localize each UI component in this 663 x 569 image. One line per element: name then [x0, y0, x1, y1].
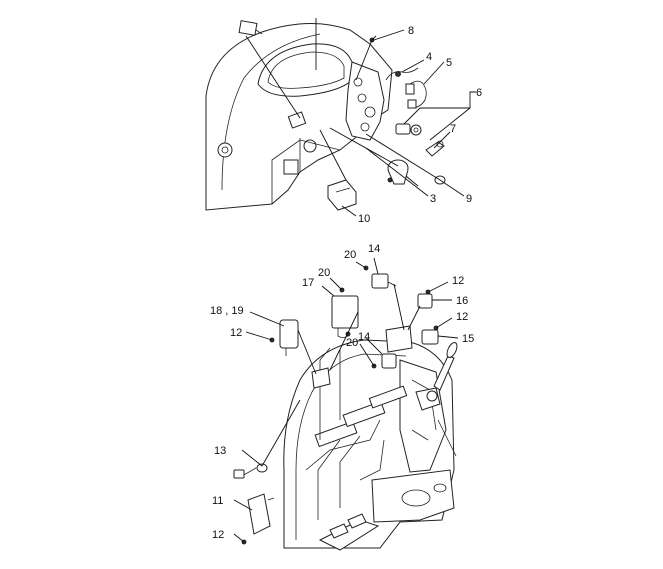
relay-14b-part [381, 353, 397, 369]
buzzer-part [269, 319, 299, 356]
relay-box-part [331, 295, 359, 338]
callout-3: 3 [430, 193, 436, 205]
callout-9: 9 [466, 193, 472, 205]
relay-14-part [371, 273, 397, 289]
sensor-part [233, 463, 268, 479]
callout-14a: 14 [368, 243, 380, 255]
callout-12b: 12 [230, 327, 242, 339]
callout-18-19: 18 , 19 [210, 305, 244, 317]
linkage [305, 342, 458, 481]
relay-16-part [417, 289, 433, 309]
callout-15: 15 [462, 333, 474, 345]
callout-12d: 12 [212, 529, 224, 541]
callout-20c: 20 [346, 337, 358, 349]
control-console-assembly: 20 14 20 17 12 16 18 , 19 12 12 14 15 20… [210, 243, 474, 551]
callout-11: 11 [212, 495, 223, 507]
key-part [425, 140, 445, 157]
controller-part [247, 493, 275, 535]
callout-12c: 12 [456, 311, 468, 323]
switch-connector-part [405, 80, 427, 109]
relay-15-part [421, 325, 439, 345]
rocker-switch-part [327, 179, 357, 211]
callout-20b: 20 [318, 267, 330, 279]
rotary-switch-part [387, 159, 409, 185]
callout-5: 5 [446, 57, 452, 69]
callout-12a: 12 [452, 275, 464, 287]
connector-part [238, 20, 263, 36]
callout-4: 4 [426, 51, 432, 63]
callout-17: 17 [302, 277, 314, 289]
callout-8: 8 [408, 25, 414, 37]
callout-13: 13 [214, 445, 226, 457]
callout-10: 10 [358, 213, 370, 225]
callout-7: 7 [450, 123, 456, 135]
callout-6: 6 [476, 87, 482, 99]
instrument-panel-assembly: 8 4 5 6 7 3 9 10 [205, 18, 482, 225]
callout-16: 16 [456, 295, 468, 307]
callout-14b: 14 [358, 331, 370, 343]
key-switch-part [395, 123, 422, 136]
callout-20a: 20 [344, 249, 356, 261]
floor-plate [371, 469, 455, 523]
pedal-set [317, 435, 380, 551]
